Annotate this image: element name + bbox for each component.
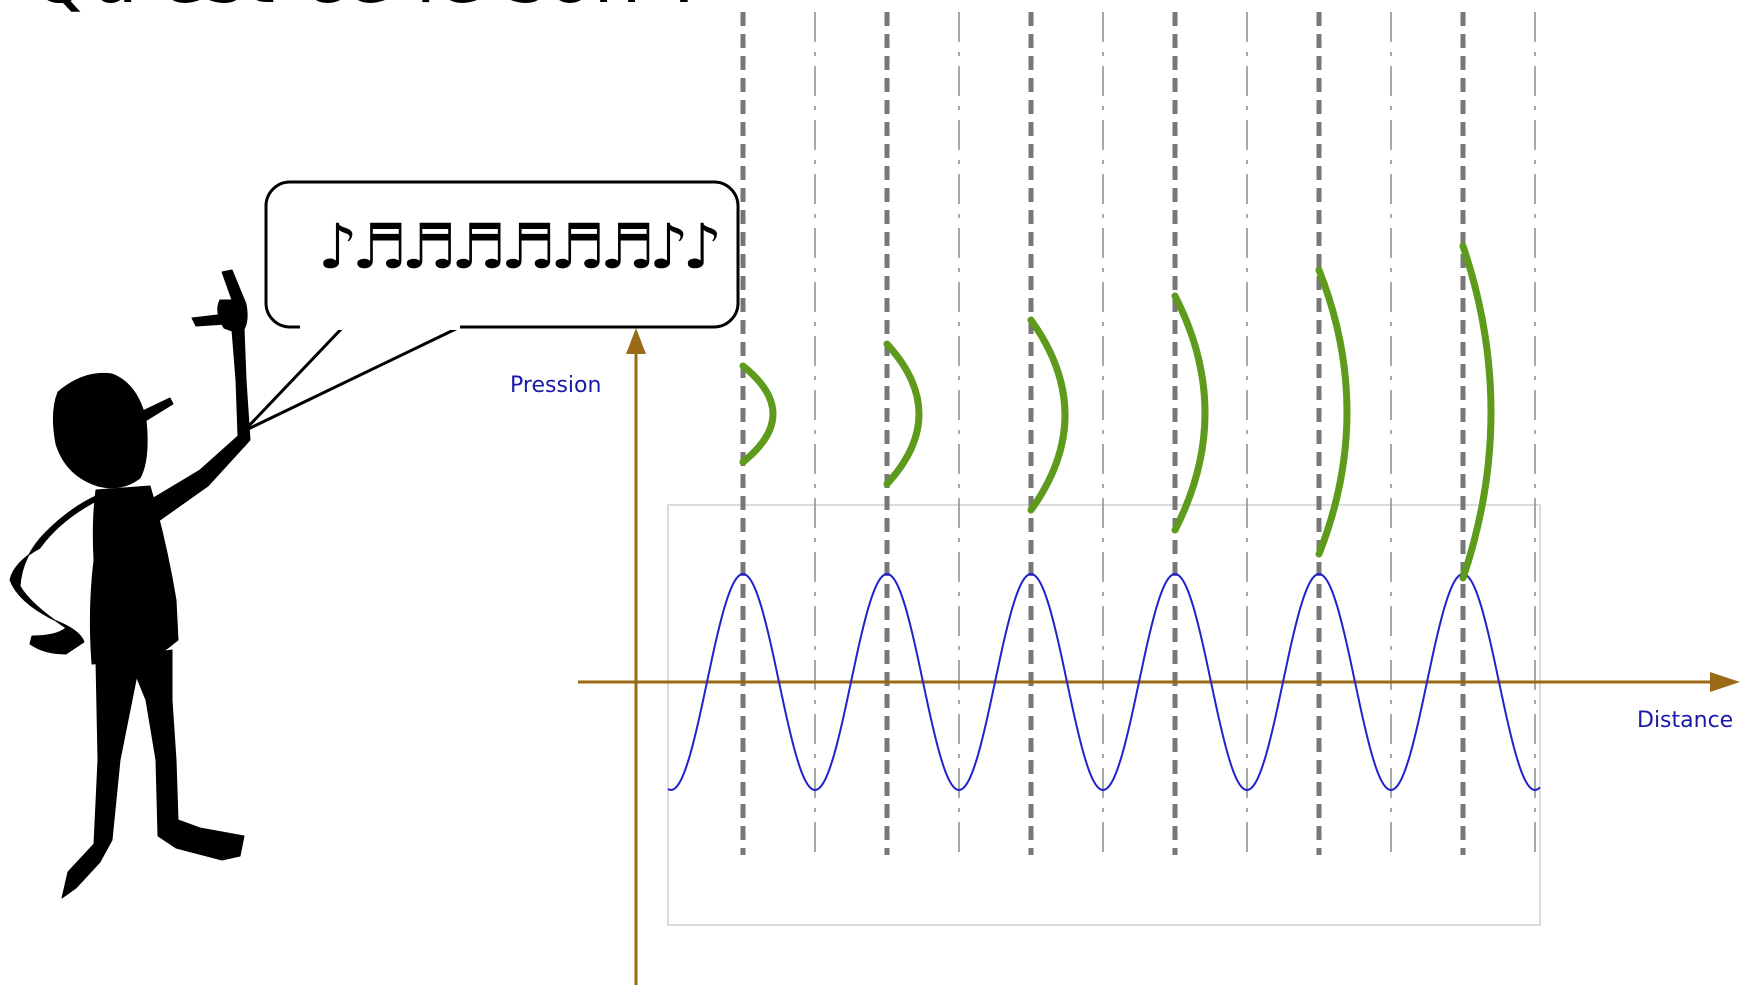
wavefront-arc: [739, 362, 777, 466]
person-figure-icon: [9, 269, 251, 899]
wavefront-arc: [1459, 242, 1495, 582]
axes: [578, 328, 1740, 985]
guide-lines: [740, 12, 1536, 862]
music-notes-icon: ♪♬♬♬♬♬♬♪♪: [318, 210, 718, 283]
pressure-wave: [667, 573, 1541, 791]
wavefront-arc: [1171, 292, 1209, 534]
wavefronts: [739, 242, 1495, 582]
slide-title: Qu'est-ce le son ?: [30, 0, 706, 14]
wavefront-arc: [883, 340, 923, 488]
wavefront-arc: [1315, 266, 1351, 558]
x-axis-arrow-icon: [1710, 672, 1740, 692]
x-axis-label: Distance: [1637, 708, 1733, 733]
wavefront-arc: [1027, 316, 1069, 514]
y-axis-arrow-icon: [626, 328, 646, 354]
plot-frame: [667, 504, 1541, 926]
y-axis-label: Pression: [510, 373, 601, 398]
speech-bubble-icon: ♪♬♬♬♬♬♬♪♪: [242, 180, 740, 433]
